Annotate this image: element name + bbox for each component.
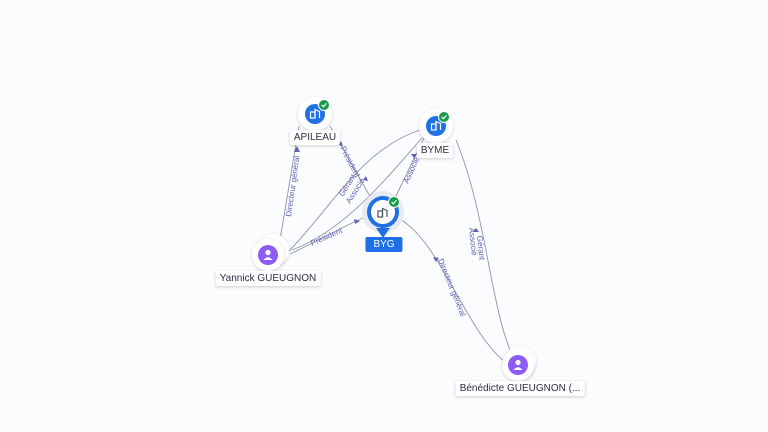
arrow-marker	[363, 176, 368, 181]
node-apileau[interactable]	[298, 97, 332, 131]
node-label-byme[interactable]: BYME	[416, 143, 454, 158]
check-badge-icon	[391, 200, 397, 205]
building-icon	[430, 120, 442, 131]
edge-label-byme-benedicte-associe: Associé	[467, 227, 479, 256]
check-badge-icon	[441, 115, 447, 120]
edge-arrows	[294, 141, 479, 262]
edge-byme-benedicte	[455, 139, 511, 351]
node-benedicte[interactable]	[502, 346, 536, 381]
building-icon	[377, 207, 388, 218]
edge-yannick-apileau	[279, 125, 300, 241]
arrow-marker	[411, 154, 417, 158]
edge-label-yannick-byg: Président	[309, 226, 344, 248]
node-label-yannick[interactable]: Yannick GUEUGNON	[215, 271, 321, 286]
edge-yannick-byme-second	[291, 137, 423, 251]
node-byme[interactable]	[419, 109, 453, 143]
arrow-marker	[433, 257, 439, 262]
edge-label-byme-byg: Associé	[402, 155, 422, 185]
person-icon	[513, 359, 523, 370]
edge-label-yannick-apileau: Directeur général	[284, 155, 301, 217]
building-icon	[309, 108, 321, 119]
arrow-marker	[354, 219, 360, 224]
edge-yannick-byg	[289, 215, 369, 255]
edge-label-byme-benedicte-gerant: Gérant	[475, 235, 487, 261]
node-byg[interactable]	[362, 191, 404, 238]
node-label-byg[interactable]: BYG	[365, 237, 403, 252]
node-yannick[interactable]	[252, 234, 289, 271]
arrow-marker	[338, 141, 343, 146]
check-badge-icon	[321, 103, 327, 108]
arrow-marker	[294, 146, 300, 152]
edge-yannick-byme	[287, 129, 421, 253]
node-label-benedicte[interactable]: Bénédicte GUEUGNON (...	[455, 381, 585, 396]
node-label-apileau[interactable]: APILEAU	[289, 130, 341, 145]
arrow-marker	[473, 228, 479, 232]
edge-label-byg-benedicte: Directeur général	[436, 257, 467, 317]
edge-byg-benedicte	[397, 217, 506, 363]
person-icon	[263, 249, 273, 260]
